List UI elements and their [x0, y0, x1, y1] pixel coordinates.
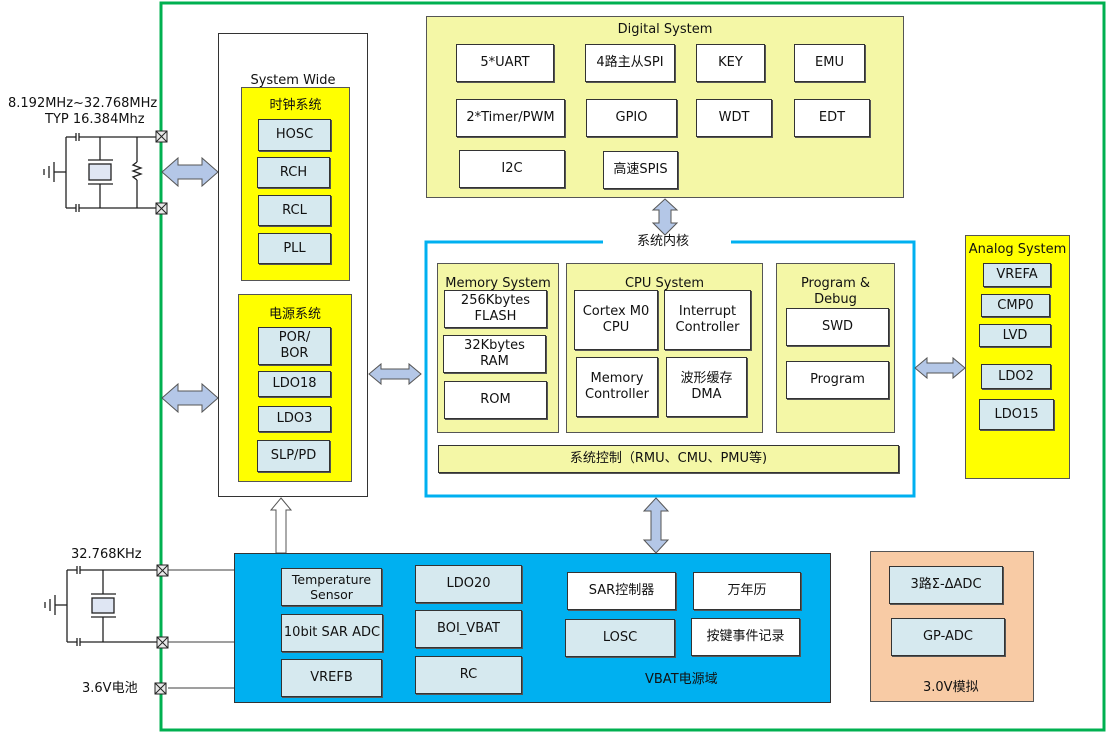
vbat-item: Temperature Sensor [281, 568, 382, 606]
arrow-digital-core [651, 198, 679, 236]
analog-item: CMP0 [981, 294, 1050, 317]
digital-item: I2C [459, 150, 565, 188]
system-wide-title: System Wide [250, 73, 336, 88]
power-system-title: 电源系统 [268, 307, 321, 322]
analog-3v-title: 3.0V模拟 [923, 680, 979, 695]
analog-item: LDO15 [979, 399, 1054, 430]
power-item: LDO3 [258, 406, 331, 432]
clock-item: HOSC [258, 119, 331, 151]
clock-item: PLL [258, 233, 331, 264]
pin-hosc-in [155, 130, 168, 143]
digital-item: WDT [696, 99, 772, 137]
core-border [424, 240, 916, 498]
vbat-item: 10bit SAR ADC [281, 614, 383, 652]
pin-battery [154, 682, 167, 695]
pin-hosc-out [155, 202, 168, 215]
vbat-item: BOI_VBAT [415, 610, 522, 648]
cpu-item: Memory Controller [576, 357, 658, 417]
digital-system-title: Digital System [617, 22, 713, 37]
cpu-system-title: CPU System [624, 276, 705, 291]
analog-item: LDO2 [981, 364, 1051, 389]
pin-losc-in [156, 564, 169, 577]
program-debug-block: Program & Debug [776, 263, 895, 433]
digital-item: 2*Timer/PWM [456, 99, 565, 137]
analog-3v-item: 3路Σ-ΔADC [889, 566, 1003, 604]
arrow-systemwide-core [368, 362, 422, 386]
vbat-item: VREFB [281, 659, 382, 697]
clock-item: RCL [258, 195, 331, 226]
battery-label: 3.6V电池 [82, 681, 138, 696]
digital-item: 4路主从SPI [585, 44, 675, 82]
losc-freq-label: 32.768KHz [71, 547, 142, 562]
hosc-crystal-circuit [43, 133, 157, 212]
vbat-item: LDO20 [415, 565, 522, 603]
arrow-core-vbat [642, 497, 670, 554]
analog-item: LVD [979, 324, 1051, 347]
memory-system-title: Memory System [445, 276, 551, 291]
system-control-bar: 系统控制（RMU、CMU、PMU等) [438, 445, 899, 473]
power-item: SLP/PD [257, 440, 330, 472]
debug-item: SWD [786, 308, 889, 346]
memory-item: ROM [444, 381, 547, 419]
digital-item: GPIO [586, 99, 677, 137]
arrow-core-analog [914, 356, 966, 380]
vbat-domain-title: VBAT电源域 [645, 672, 718, 687]
clock-system-title: 时钟系统 [269, 98, 322, 113]
chip-boundary [159, 1, 1106, 732]
vbat-item: 按键事件记录 [691, 618, 800, 656]
program-debug-title: Program & Debug [800, 276, 871, 307]
arrow-vbat-systemwide [269, 497, 293, 554]
hosc-freq-typ-label: TYP 16.384Mhz [45, 112, 145, 127]
digital-item: EDT [794, 99, 870, 137]
digital-item: 5*UART [456, 44, 554, 82]
analog-3v-item: GP-ADC [891, 618, 1005, 656]
arrow-hosc-systemwide [161, 156, 219, 188]
cpu-item: Cortex M0 CPU [574, 290, 658, 350]
core-title: 系统内核 [637, 234, 690, 249]
vbat-item: 万年历 [693, 572, 801, 610]
vbat-item: SAR控制器 [567, 572, 676, 610]
io-pins [154, 130, 169, 695]
cpu-item: 波形缓存 DMA [666, 357, 747, 417]
cpu-item: Interrupt Controller [664, 290, 751, 350]
vbat-item: LOSC [565, 619, 675, 657]
power-item: LDO18 [258, 371, 331, 397]
digital-item: 高速SPIS [603, 151, 678, 189]
arrow-chip-power [161, 382, 219, 414]
clock-item: RCH [257, 157, 330, 188]
pin-losc-out [156, 636, 169, 649]
vbat-item: RC [415, 656, 522, 694]
memory-item: 256Kbytes FLASH [444, 290, 547, 328]
debug-item: Program [786, 361, 889, 399]
analog-item: VREFA [983, 263, 1051, 287]
digital-item: EMU [794, 44, 865, 82]
memory-item: 32Kbytes RAM [443, 335, 546, 373]
hosc-freq-range-label: 8.192MHz~32.768MHz [8, 96, 158, 111]
losc-crystal-circuit [44, 566, 157, 646]
analog-system-title: Analog System [968, 242, 1067, 257]
power-item: POR/ BOR [258, 327, 331, 365]
digital-item: KEY [696, 44, 765, 82]
